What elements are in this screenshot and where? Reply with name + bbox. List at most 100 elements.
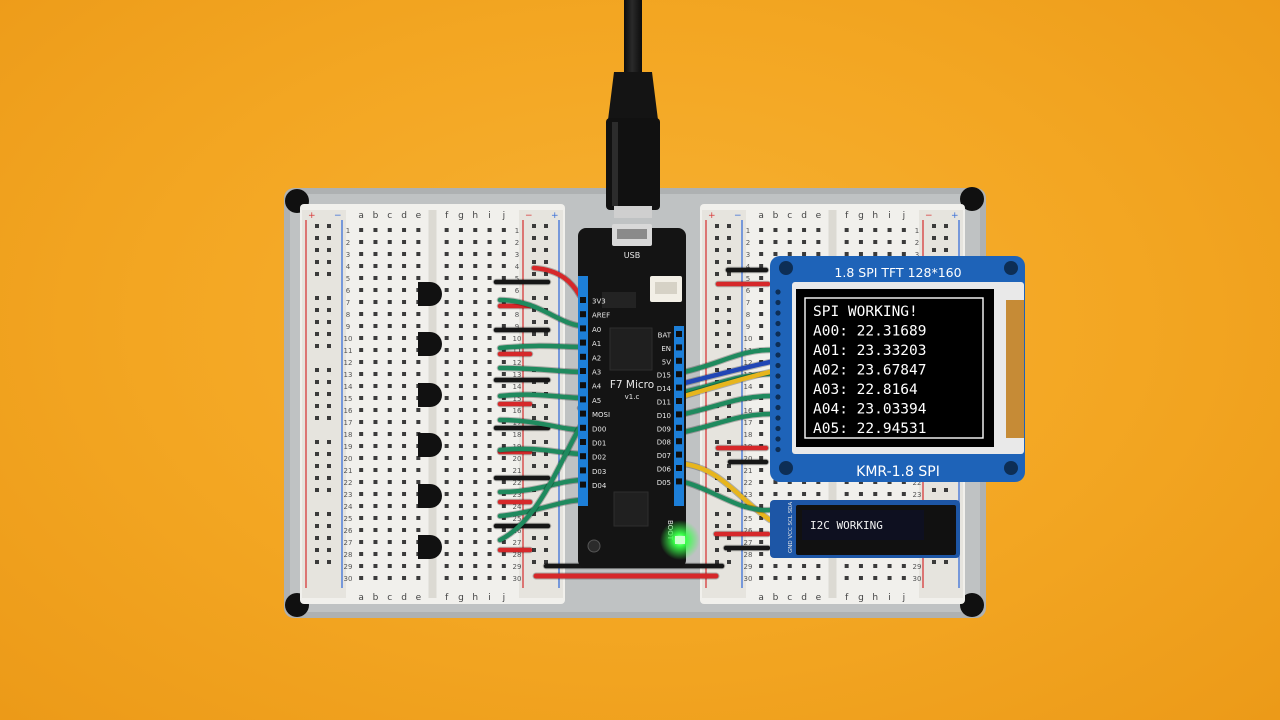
column-letter-label: a bbox=[358, 593, 364, 603]
row-number-label: 28 bbox=[513, 551, 522, 559]
column-letter-label: g bbox=[858, 593, 864, 603]
column-letter-label: h bbox=[472, 593, 478, 603]
jumper-wire bbox=[681, 411, 773, 435]
mcu-pin-label: D00 bbox=[592, 425, 606, 433]
rail-plus-label: − bbox=[525, 211, 533, 221]
column-letter-label: b bbox=[373, 211, 379, 221]
row-number-label: 20 bbox=[513, 455, 522, 463]
tft-screen-line: A01: 23.33203 bbox=[813, 343, 927, 359]
mcu-pin-label: D11 bbox=[657, 399, 671, 407]
row-number-label: 18 bbox=[744, 431, 753, 439]
column-letter-label: h bbox=[872, 211, 878, 221]
column-letter-label: b bbox=[773, 211, 779, 221]
row-number-label: 17 bbox=[744, 419, 753, 427]
row-number-label: 29 bbox=[913, 563, 922, 571]
row-number-label: 30 bbox=[744, 575, 753, 583]
tft-screen bbox=[796, 289, 994, 447]
row-number-label: 9 bbox=[746, 323, 750, 331]
row-number-label: 13 bbox=[344, 371, 353, 379]
row-number-label: 8 bbox=[515, 311, 519, 319]
row-number-label: 25 bbox=[344, 515, 353, 523]
row-number-label: 24 bbox=[344, 503, 353, 511]
to92-sensor bbox=[418, 433, 442, 457]
row-number-label: 3 bbox=[746, 251, 750, 259]
row-number-label: 5 bbox=[515, 275, 519, 283]
row-number-label: 14 bbox=[513, 383, 522, 391]
jumper-wire bbox=[497, 343, 587, 351]
oled-pin-labels: GND VCC SCL SDA bbox=[788, 502, 794, 553]
jumper-wire bbox=[681, 461, 773, 523]
row-number-label: 25 bbox=[744, 515, 753, 523]
mcu-pin-label: 5V bbox=[662, 358, 671, 366]
column-letter-label: c bbox=[787, 593, 792, 603]
row-number-label: 10 bbox=[744, 335, 753, 343]
row-number-label: 1 bbox=[746, 227, 750, 235]
row-number-label: 11 bbox=[344, 347, 353, 355]
mcu-pin-label: D02 bbox=[592, 454, 606, 462]
reset-button[interactable] bbox=[587, 539, 601, 553]
mcu-pin-label: A4 bbox=[592, 383, 602, 391]
row-number-label: 4 bbox=[346, 263, 351, 271]
column-letter-label: g bbox=[458, 593, 464, 603]
row-number-label: 30 bbox=[913, 575, 922, 583]
row-number-label: 3 bbox=[346, 251, 350, 259]
row-number-label: 1 bbox=[915, 227, 919, 235]
row-number-label: 14 bbox=[744, 383, 753, 391]
mcu-pin-label: D01 bbox=[592, 440, 606, 448]
row-number-label: 3 bbox=[515, 251, 519, 259]
row-number-label: 1 bbox=[515, 227, 519, 235]
mcu-pin-label: D08 bbox=[657, 439, 671, 447]
sensor-components bbox=[418, 282, 442, 559]
column-letter-label: f bbox=[445, 593, 449, 603]
row-number-label: 19 bbox=[344, 443, 353, 451]
column-letter-label: f bbox=[445, 211, 449, 221]
row-number-label: 16 bbox=[513, 407, 522, 415]
row-number-label: 21 bbox=[513, 467, 522, 475]
row-number-label: 9 bbox=[515, 323, 519, 331]
column-letter-label: e bbox=[816, 211, 822, 221]
rail-minus-label: − bbox=[334, 211, 342, 221]
row-number-label: 8 bbox=[746, 311, 750, 319]
row-number-label: 26 bbox=[744, 527, 753, 535]
row-number-label: 26 bbox=[513, 527, 522, 535]
row-number-label: 27 bbox=[344, 539, 353, 547]
row-number-label: 10 bbox=[344, 335, 353, 343]
row-number-label: 12 bbox=[513, 359, 522, 367]
to92-sensor bbox=[418, 282, 442, 306]
tray-foot-top-right bbox=[960, 187, 984, 211]
row-number-label: 15 bbox=[344, 395, 353, 403]
column-letter-label: f bbox=[845, 211, 849, 221]
row-number-label: 2 bbox=[346, 239, 350, 247]
mcu-version-label: v1.c bbox=[625, 393, 640, 401]
mcu-pin-label: D07 bbox=[657, 452, 671, 460]
tft-footer-label: KMR-1.8 SPI bbox=[856, 464, 940, 480]
jumper-wire bbox=[497, 365, 587, 375]
column-letter-label: b bbox=[373, 593, 379, 603]
jumper-wire bbox=[531, 265, 583, 299]
row-number-label: 12 bbox=[344, 359, 353, 367]
mcu-pin-label: D05 bbox=[657, 479, 671, 487]
jumper-wire bbox=[497, 497, 587, 519]
row-number-label: 26 bbox=[344, 527, 353, 535]
row-number-label: 7 bbox=[746, 299, 750, 307]
mcu-pin-label: A2 bbox=[592, 354, 601, 362]
tray-foot-bottom-right bbox=[960, 593, 984, 617]
rail-plus-label: − bbox=[925, 211, 933, 221]
to92-sensor bbox=[418, 535, 442, 559]
mcu-pin-label: BAT bbox=[658, 332, 672, 340]
mcu-pin-label: A5 bbox=[592, 397, 601, 405]
column-letter-label: a bbox=[758, 593, 764, 603]
column-letter-label: j bbox=[902, 211, 906, 221]
jumper-wire bbox=[681, 393, 773, 417]
column-letter-label: a bbox=[358, 211, 364, 221]
jumper-wire bbox=[497, 392, 587, 401]
row-number-label: 22 bbox=[744, 479, 753, 487]
row-number-label: 6 bbox=[515, 287, 520, 295]
mcu-pin-label: 3V3 bbox=[592, 298, 606, 306]
jumper-wire bbox=[681, 347, 773, 375]
row-number-label: 4 bbox=[515, 263, 520, 271]
to92-sensor bbox=[418, 383, 442, 407]
mcu-pin-label: D06 bbox=[657, 466, 672, 474]
